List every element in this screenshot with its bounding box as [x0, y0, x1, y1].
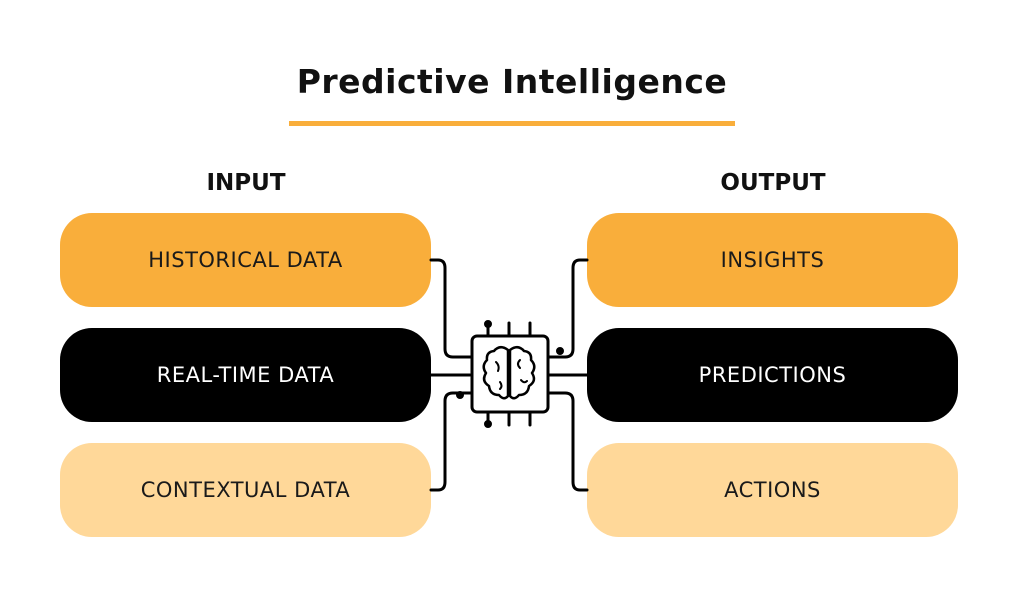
brain-chip-icon [456, 320, 564, 428]
title-underline [289, 121, 735, 126]
input-real-time-data: REAL-TIME DATA [60, 328, 431, 422]
wire-historical [429, 258, 472, 359]
input-contextual-data: CONTEXTUAL DATA [60, 443, 431, 537]
output-actions: ACTIONS [587, 443, 958, 537]
output-heading: OUTPUT [720, 170, 826, 196]
wire-insights [546, 258, 589, 359]
page-title: Predictive Intelligence [296, 62, 728, 101]
wire-actions [546, 391, 589, 492]
wire-contextual [429, 391, 472, 492]
output-predictions: PREDICTIONS [587, 328, 958, 422]
output-insights: INSIGHTS [587, 213, 958, 307]
input-heading: INPUT [206, 170, 286, 196]
input-historical-data: HISTORICAL DATA [60, 213, 431, 307]
